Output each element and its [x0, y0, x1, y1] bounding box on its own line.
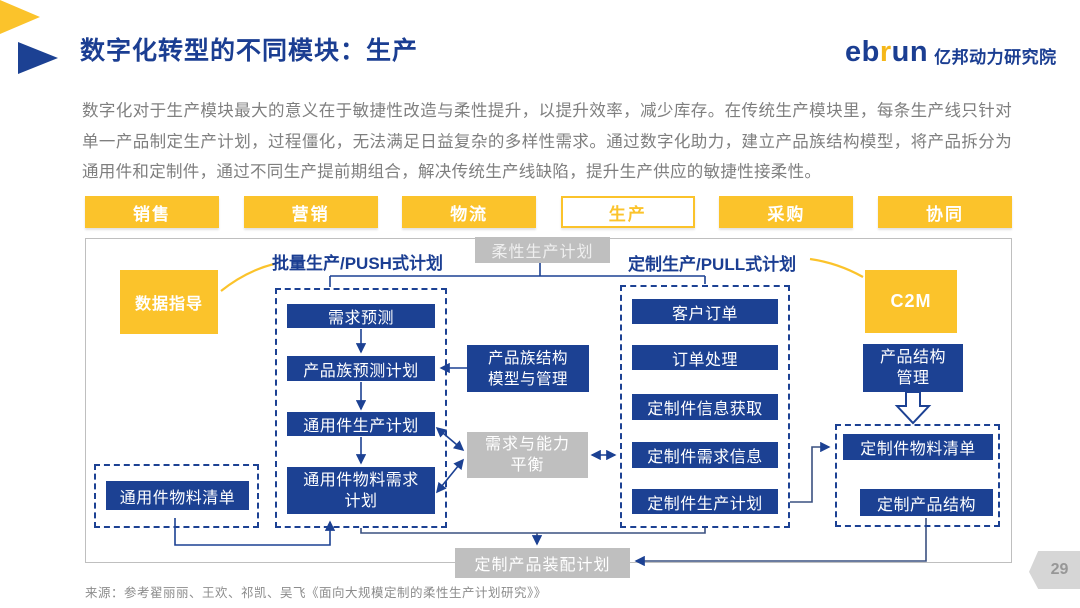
- customer-order-box: 客户订单: [632, 299, 778, 324]
- custom-product-assembly-plan-box: 定制产品装配计划: [455, 548, 630, 578]
- tab-logistics[interactable]: 物流: [402, 196, 537, 228]
- custom-bom-box: 定制件物料清单: [843, 434, 993, 460]
- custom-parts-production-plan-box: 定制件生产计划: [632, 489, 778, 514]
- common-parts-production-plan-box: 通用件生产计划: [287, 412, 435, 436]
- tab-sales[interactable]: 销售: [85, 196, 219, 228]
- demand-capacity-balance-box: 需求与能力平衡: [467, 432, 588, 478]
- demand-forecast-box: 需求预测: [287, 304, 435, 328]
- order-processing-box: 订单处理: [632, 345, 778, 370]
- push-plan-label: 批量生产/PUSH式计划: [272, 254, 443, 273]
- header-arrow-icon: [0, 0, 40, 34]
- page-title: 数字化转型的不同模块：生产: [80, 37, 419, 65]
- common-parts-material-demand-plan-box: 通用件物料需求计划: [287, 467, 435, 514]
- tab-marketing[interactable]: 营销: [243, 196, 378, 228]
- tab-procurement[interactable]: 采购: [719, 196, 854, 228]
- source-note: 来源：参考翟丽丽、王欢、祁凯、吴飞《面向大规模定制的柔性生产计划研究》》: [85, 586, 547, 600]
- c2m-box: C2M: [865, 270, 957, 333]
- custom-product-structure-box: 定制产品结构: [860, 489, 993, 516]
- brand-logo: ebrun 亿邦动力研究院: [845, 36, 1057, 69]
- tab-production-active[interactable]: 生产: [560, 196, 695, 228]
- pull-plan-label: 定制生产/PULL式计划: [628, 255, 797, 274]
- product-family-model-box: 产品族结构模型与管理: [467, 345, 589, 392]
- data-guide-box: 数据指导: [120, 270, 218, 334]
- tab-collaboration[interactable]: 协同: [877, 196, 1012, 228]
- brand-wordmark: ebrun: [845, 36, 928, 69]
- common-bom-box: 通用件物料清单: [106, 481, 249, 510]
- page-number-tag: 29: [1029, 551, 1080, 589]
- custom-parts-demand-info-box: 定制件需求信息: [632, 442, 778, 468]
- header-arrow-icon-overlay: [18, 42, 58, 74]
- family-forecast-plan-box: 产品族预测计划: [287, 356, 435, 381]
- flexible-production-plan-box: 柔性生产计划: [475, 237, 610, 263]
- push-column-dashed-border: [275, 288, 447, 528]
- product-structure-management-box: 产品结构管理: [863, 344, 963, 392]
- brand-wordmark-part2: un: [891, 36, 929, 68]
- brand-org-name: 亿邦动力研究院: [934, 48, 1057, 67]
- page-number: 29: [1050, 561, 1069, 578]
- module-tabs: 销售 营销 物流 生产 采购 协同: [85, 196, 1012, 228]
- brand-wordmark-accent: r: [879, 36, 892, 68]
- brand-wordmark-part1: eb: [845, 36, 880, 68]
- custom-parts-info-acquisition-box: 定制件信息获取: [632, 394, 778, 420]
- intro-paragraph: 数字化对于生产模块最大的意义在于敏捷性改造与柔性提升，以提升效率，减少库存。在传…: [82, 102, 1012, 181]
